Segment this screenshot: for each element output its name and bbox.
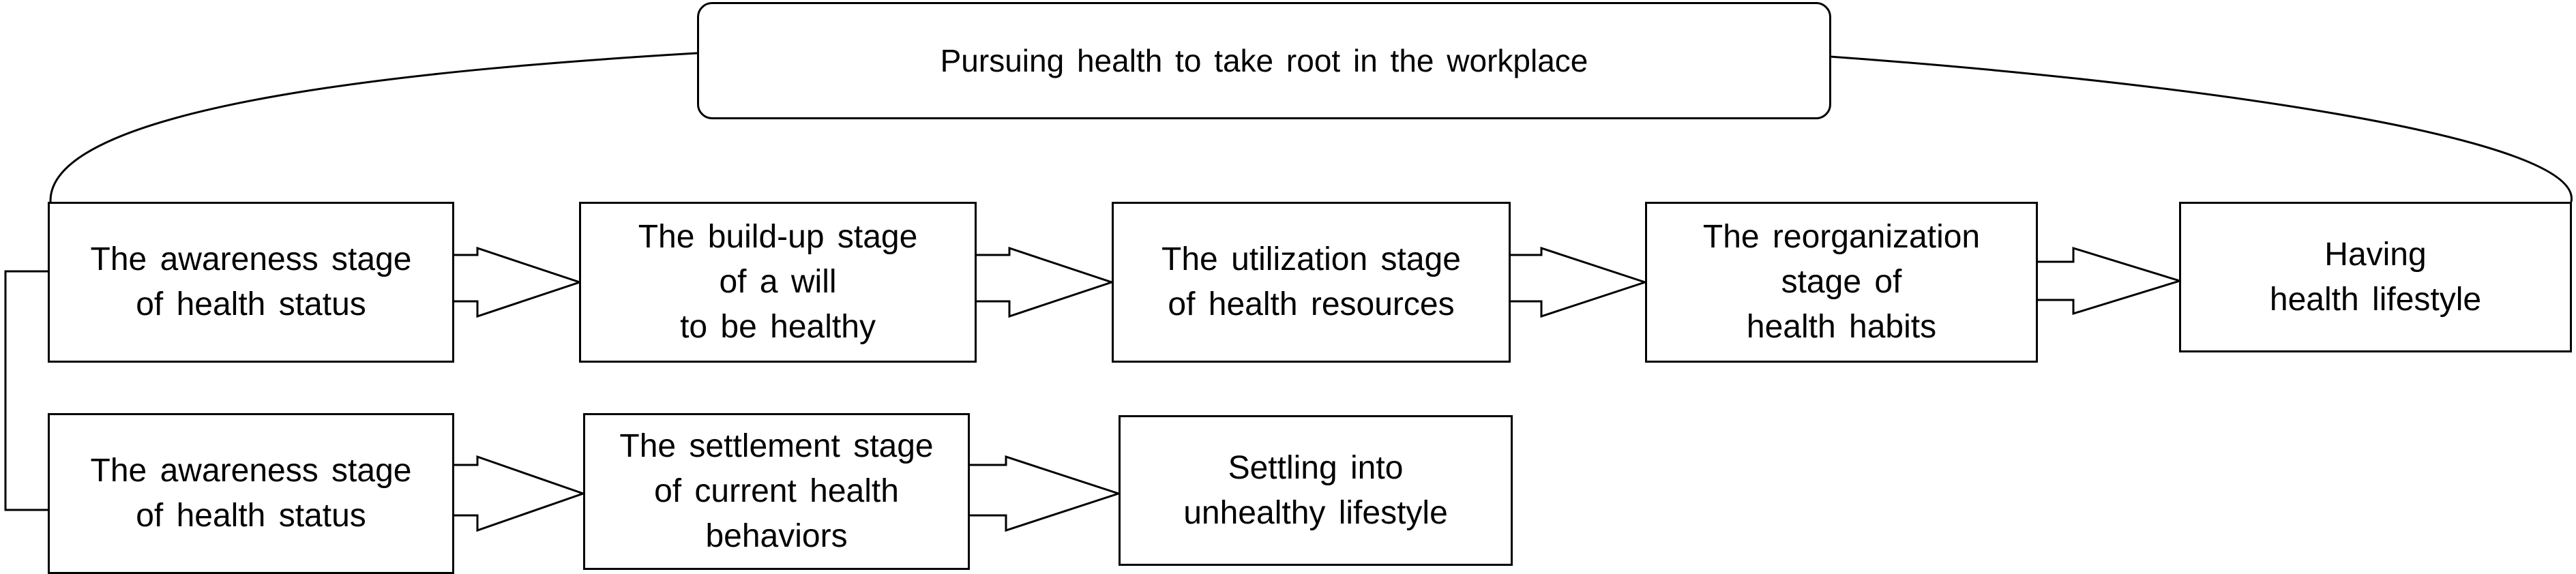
arrow-stage1-to-stage2 xyxy=(453,246,583,318)
title-right-curve xyxy=(1829,55,2573,202)
arrow-stage2-to-stage3 xyxy=(975,246,1115,318)
healthy-stage-build-up: The build-up stage of a will to be healt… xyxy=(579,202,977,363)
healthy-stage-awareness-label: The awareness stage of health status xyxy=(90,241,412,322)
unhealthy-stage-awareness: The awareness stage of health status xyxy=(48,413,454,574)
healthy-stage-reorganization-label: The reorganization stage of health habit… xyxy=(1702,219,1981,345)
arrow-settlement-to-unhealthy xyxy=(968,455,1122,532)
unhealthy-outcome: Settling into unhealthy lifestyle xyxy=(1119,415,1513,566)
unhealthy-stage-settlement: The settlement stage of current health b… xyxy=(583,413,970,570)
healthy-stage-utilization-label: The utilization stage of health resource… xyxy=(1161,241,1461,322)
healthy-stage-reorganization: The reorganization stage of health habit… xyxy=(1645,202,2038,363)
unhealthy-outcome-label: Settling into unhealthy lifestyle xyxy=(1183,449,1448,531)
healthy-stage-awareness: The awareness stage of health status xyxy=(48,202,454,363)
healthy-stage-utilization: The utilization stage of health resource… xyxy=(1112,202,1511,363)
healthy-outcome: Having health lifestyle xyxy=(2179,202,2572,352)
diagram-title-box: Pursuing health to take root in the work… xyxy=(697,2,1831,119)
healthy-stage-build-up-label: The build-up stage of a will to be healt… xyxy=(638,219,918,345)
awareness-bracket xyxy=(4,270,48,511)
arrow-stage3-to-stage4 xyxy=(1509,246,1648,318)
unhealthy-stage-awareness-label: The awareness stage of health status xyxy=(90,453,412,534)
diagram-title: Pursuing health to take root in the work… xyxy=(940,43,1588,78)
title-left-curve xyxy=(49,52,698,202)
unhealthy-stage-settlement-label: The settlement stage of current health b… xyxy=(619,428,934,554)
healthy-outcome-label: Having health lifestyle xyxy=(2269,236,2482,318)
arrow-stage4-to-outcome xyxy=(2037,246,2184,316)
arrow-awareness-to-settlement xyxy=(453,455,587,532)
